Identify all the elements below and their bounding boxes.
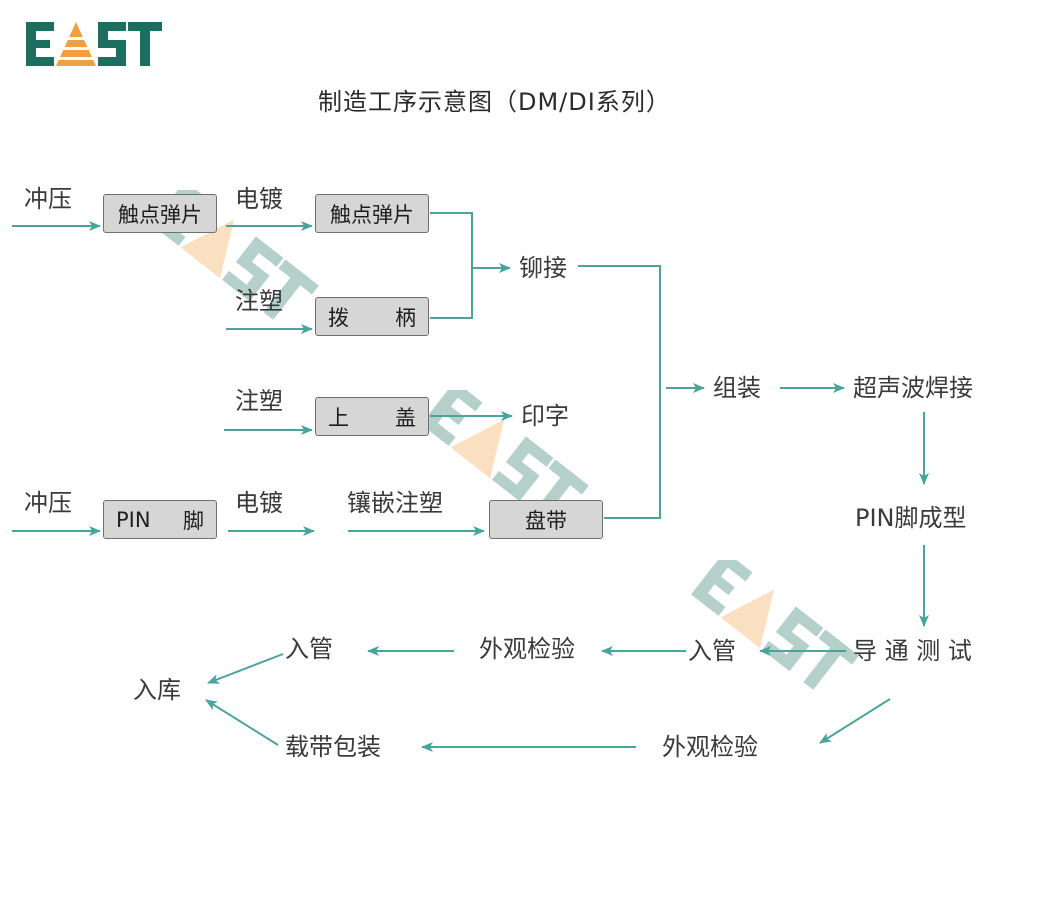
box-plate: 盘带 xyxy=(489,500,603,539)
east-logo-mark xyxy=(26,22,162,66)
connector-rivet-to-assembly xyxy=(578,265,661,388)
label-visual-inspection-1: 外观检验 xyxy=(479,635,575,663)
label-tape-packaging: 载带包装 xyxy=(285,733,381,761)
connector-contact-to-rivet xyxy=(430,212,473,268)
box-pin: PIN 脚 xyxy=(103,500,217,539)
label-pin-forming: PIN脚成型 xyxy=(855,504,967,532)
label-warehouse: 入库 xyxy=(133,676,181,704)
label-molding-1: 注塑 xyxy=(235,287,283,315)
box-top-cover-char-1: 上 xyxy=(328,405,349,430)
label-ultrasonic-welding: 超声波焊接 xyxy=(853,374,973,402)
arrow-tube-in-to-warehouse xyxy=(207,653,284,684)
label-tube-in-2: 入管 xyxy=(688,637,736,665)
box-pin-text-2: 脚 xyxy=(183,508,204,533)
label-molding-2: 注塑 xyxy=(235,387,283,415)
label-stamping-2: 冲压 xyxy=(24,489,72,517)
box-lever-char-2: 柄 xyxy=(395,305,416,330)
arrow-packaging-to-warehouse xyxy=(205,699,279,746)
arrow-to-visual-inspection-2 xyxy=(819,698,891,744)
label-tube-in-1: 入管 xyxy=(285,635,333,663)
label-plating-1: 电镀 xyxy=(235,185,283,213)
box-lever-char-1: 拨 xyxy=(328,305,349,330)
box-lever: 拨 柄 xyxy=(315,297,429,336)
label-assembly: 组装 xyxy=(713,374,761,402)
box-contact-spring-1: 触点弹片 xyxy=(103,194,217,233)
label-stamping-1: 冲压 xyxy=(24,185,72,213)
connector-lever-to-rivet xyxy=(430,268,473,319)
box-contact-spring-2: 触点弹片 xyxy=(315,194,429,233)
label-visual-inspection-2: 外观检验 xyxy=(662,733,758,761)
box-top-cover-char-2: 盖 xyxy=(395,405,416,430)
label-plating-2: 电镀 xyxy=(235,489,283,517)
box-top-cover: 上 盖 xyxy=(315,397,429,436)
label-insert-molding: 镶嵌注塑 xyxy=(347,489,443,517)
label-conduction-test: 导 通 测 试 xyxy=(853,637,972,665)
connector-plate-to-assembly xyxy=(604,388,661,519)
page-title: 制造工序示意图（DM/DI系列） xyxy=(318,88,671,116)
label-riveting: 铆接 xyxy=(519,254,567,282)
label-printing: 印字 xyxy=(521,402,569,430)
box-pin-text-1: PIN xyxy=(116,507,151,532)
east-logo xyxy=(26,22,162,66)
